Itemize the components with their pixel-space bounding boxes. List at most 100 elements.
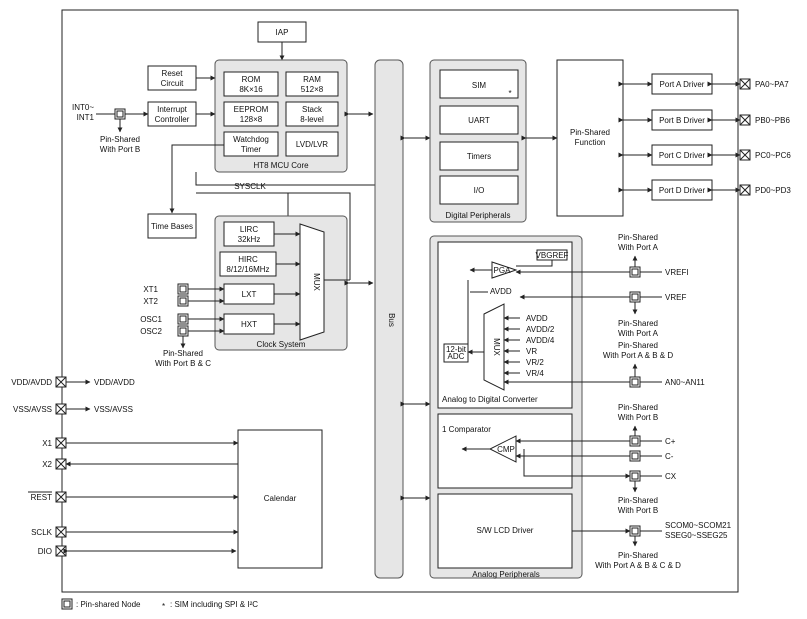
stack-label-2: 8-level <box>300 115 324 124</box>
lcd-driver-block: S/W LCD Driver <box>437 493 573 569</box>
svg-text:C+: C+ <box>665 437 676 446</box>
rest-pin-icon <box>55 491 67 503</box>
svg-text:Controller: Controller <box>155 115 190 124</box>
svg-text:Interrupt: Interrupt <box>157 105 188 114</box>
svg-text:Port B Driver: Port B Driver <box>659 116 705 125</box>
osc2-pin-node-icon <box>177 325 189 337</box>
svg-text:PD0~PD3: PD0~PD3 <box>755 186 791 195</box>
svg-text:LIRC: LIRC <box>240 225 258 234</box>
mcu-core-group: ROM 8K×16 RAM 512×8 EEPROM 128×8 Stack 8… <box>214 59 348 173</box>
clock-system-group: LIRC 32kHz HIRC 8/12/16MHz LXT HXT MUX C… <box>214 215 348 351</box>
analog-peripherals-title: Analog Peripherals <box>472 570 540 579</box>
svg-text:AVDD: AVDD <box>490 287 512 296</box>
svg-text:UART: UART <box>468 116 490 125</box>
port-d-driver: Port D Driver <box>651 179 713 201</box>
svg-text:CMP: CMP <box>497 445 515 454</box>
cplus-pin-node-icon <box>629 435 641 447</box>
svg-text:VSS/AVSS: VSS/AVSS <box>94 405 133 414</box>
svg-text:Port C Driver: Port C Driver <box>659 151 706 160</box>
svg-text:With Port B & C: With Port B & C <box>155 359 211 368</box>
svg-text:VSS/AVSS: VSS/AVSS <box>13 405 52 414</box>
svg-text:Pin-Shared: Pin-Shared <box>618 233 658 242</box>
svg-text:Pin-Shared: Pin-Shared <box>618 341 658 350</box>
svg-text:PGA: PGA <box>494 266 512 275</box>
svg-text:VDD/AVDD: VDD/AVDD <box>11 378 52 387</box>
legend: : Pin-shared Node * : SIM including SPI … <box>61 598 258 611</box>
rom-label-2: 8K×16 <box>239 85 263 94</box>
cx-pin-node-icon <box>629 470 641 482</box>
svg-text:Bus: Bus <box>387 313 396 327</box>
comparator-block: 1 Comparator CMP <box>437 413 573 489</box>
svg-text:Pin-Shared: Pin-Shared <box>618 403 658 412</box>
port-a-pin-icon <box>739 78 751 90</box>
adc-title: Analog to Digital Converter <box>442 395 538 404</box>
x1-pin-icon <box>55 437 67 449</box>
int-shared-label-1: Pin-Shared <box>100 135 140 144</box>
svg-text:AVDD: AVDD <box>526 314 548 323</box>
svg-text:OSC2: OSC2 <box>140 327 162 336</box>
vdd-pin-icon <box>55 376 67 388</box>
svg-text:VBGREF: VBGREF <box>536 251 569 260</box>
svg-text:AVDD/4: AVDD/4 <box>526 336 555 345</box>
svg-text:1 Comparator: 1 Comparator <box>442 425 491 434</box>
svg-text:With Port B: With Port B <box>618 413 658 422</box>
vss-pin-icon <box>55 403 67 415</box>
svg-text:With Port A: With Port A <box>618 243 659 252</box>
svg-text:VR/4: VR/4 <box>526 369 544 378</box>
svg-text:With Port A & B & C & D: With Port A & B & C & D <box>595 561 681 570</box>
svg-text:: Pin-shared Node: : Pin-shared Node <box>76 600 141 609</box>
clock-system-title: Clock System <box>257 340 306 349</box>
svg-text:HIRC: HIRC <box>238 255 258 264</box>
port-c-driver: Port C Driver <box>651 144 713 166</box>
svg-text:XT1: XT1 <box>143 285 158 294</box>
svg-text:Function: Function <box>575 138 606 147</box>
lcd-pin-node-icon <box>629 525 641 537</box>
svg-text:PA0~PA7: PA0~PA7 <box>755 80 789 89</box>
int-pin-label-2: INT1 <box>77 113 95 122</box>
svg-text:Circuit: Circuit <box>161 79 184 88</box>
x2-pin-icon <box>55 458 67 470</box>
svg-text:I/O: I/O <box>474 186 485 195</box>
svg-text:DIO: DIO <box>38 547 52 556</box>
svg-text:With Port A: With Port A <box>618 329 659 338</box>
svg-text:Pin-Shared: Pin-Shared <box>618 551 658 560</box>
int-pin-label-1: INT0~ <box>72 103 94 112</box>
svg-text:Pin-Shared: Pin-Shared <box>163 349 203 358</box>
cminus-pin-node-icon <box>629 450 641 462</box>
port-d-pin-icon <box>739 184 751 196</box>
svg-text:AN0~AN11: AN0~AN11 <box>665 378 705 387</box>
time-bases-block: Time Bases <box>147 213 197 239</box>
svg-text:Reset: Reset <box>162 69 184 78</box>
svg-text:VREFI: VREFI <box>665 268 689 277</box>
pin-shared-node-legend-icon <box>61 598 73 610</box>
sysclk-label: SYSCLK <box>234 182 266 191</box>
svg-text:LXT: LXT <box>242 290 257 299</box>
svg-text:MUX: MUX <box>492 338 501 356</box>
sclk-pin-icon <box>55 526 67 538</box>
svg-text:VR: VR <box>526 347 537 356</box>
calendar-block: Calendar <box>237 429 323 569</box>
an-pin-node-icon <box>629 376 641 388</box>
digital-peripherals-group: SIM * UART Timers I/O Digital Peripheral… <box>429 59 527 223</box>
port-b-driver: Port B Driver <box>651 109 713 131</box>
svg-text:MUX: MUX <box>312 273 321 291</box>
svg-text:SCOM0~SCOM21: SCOM0~SCOM21 <box>665 521 732 530</box>
svg-text:AVDD/2: AVDD/2 <box>526 325 555 334</box>
iap-block: IAP <box>257 21 307 43</box>
eeprom-label-1: EEPROM <box>234 105 269 114</box>
ram-label-2: 512×8 <box>301 85 324 94</box>
svg-text:PC0~PC6: PC0~PC6 <box>755 151 791 160</box>
port-a-driver: Port A Driver <box>651 73 713 95</box>
svg-text:Pin-Shared: Pin-Shared <box>570 128 610 137</box>
svg-text:Time Bases: Time Bases <box>151 222 193 231</box>
svg-text:VREF: VREF <box>665 293 686 302</box>
svg-text:VR/2: VR/2 <box>526 358 544 367</box>
svg-text:Port D Driver: Port D Driver <box>659 186 706 195</box>
svg-text:Timers: Timers <box>467 152 491 161</box>
mcu-core-title: HT8 MCU Core <box>253 161 309 170</box>
adc-block: VBGREF PGA MUX 12-bit ADC AVDD AVDD AVDD… <box>437 241 573 409</box>
pin-shared-function-block: Pin-Shared Function <box>556 59 624 217</box>
svg-text:Calendar: Calendar <box>264 494 297 503</box>
interrupt-controller-block: Interrupt Controller <box>147 101 197 127</box>
svg-text:SCLK: SCLK <box>31 528 53 537</box>
